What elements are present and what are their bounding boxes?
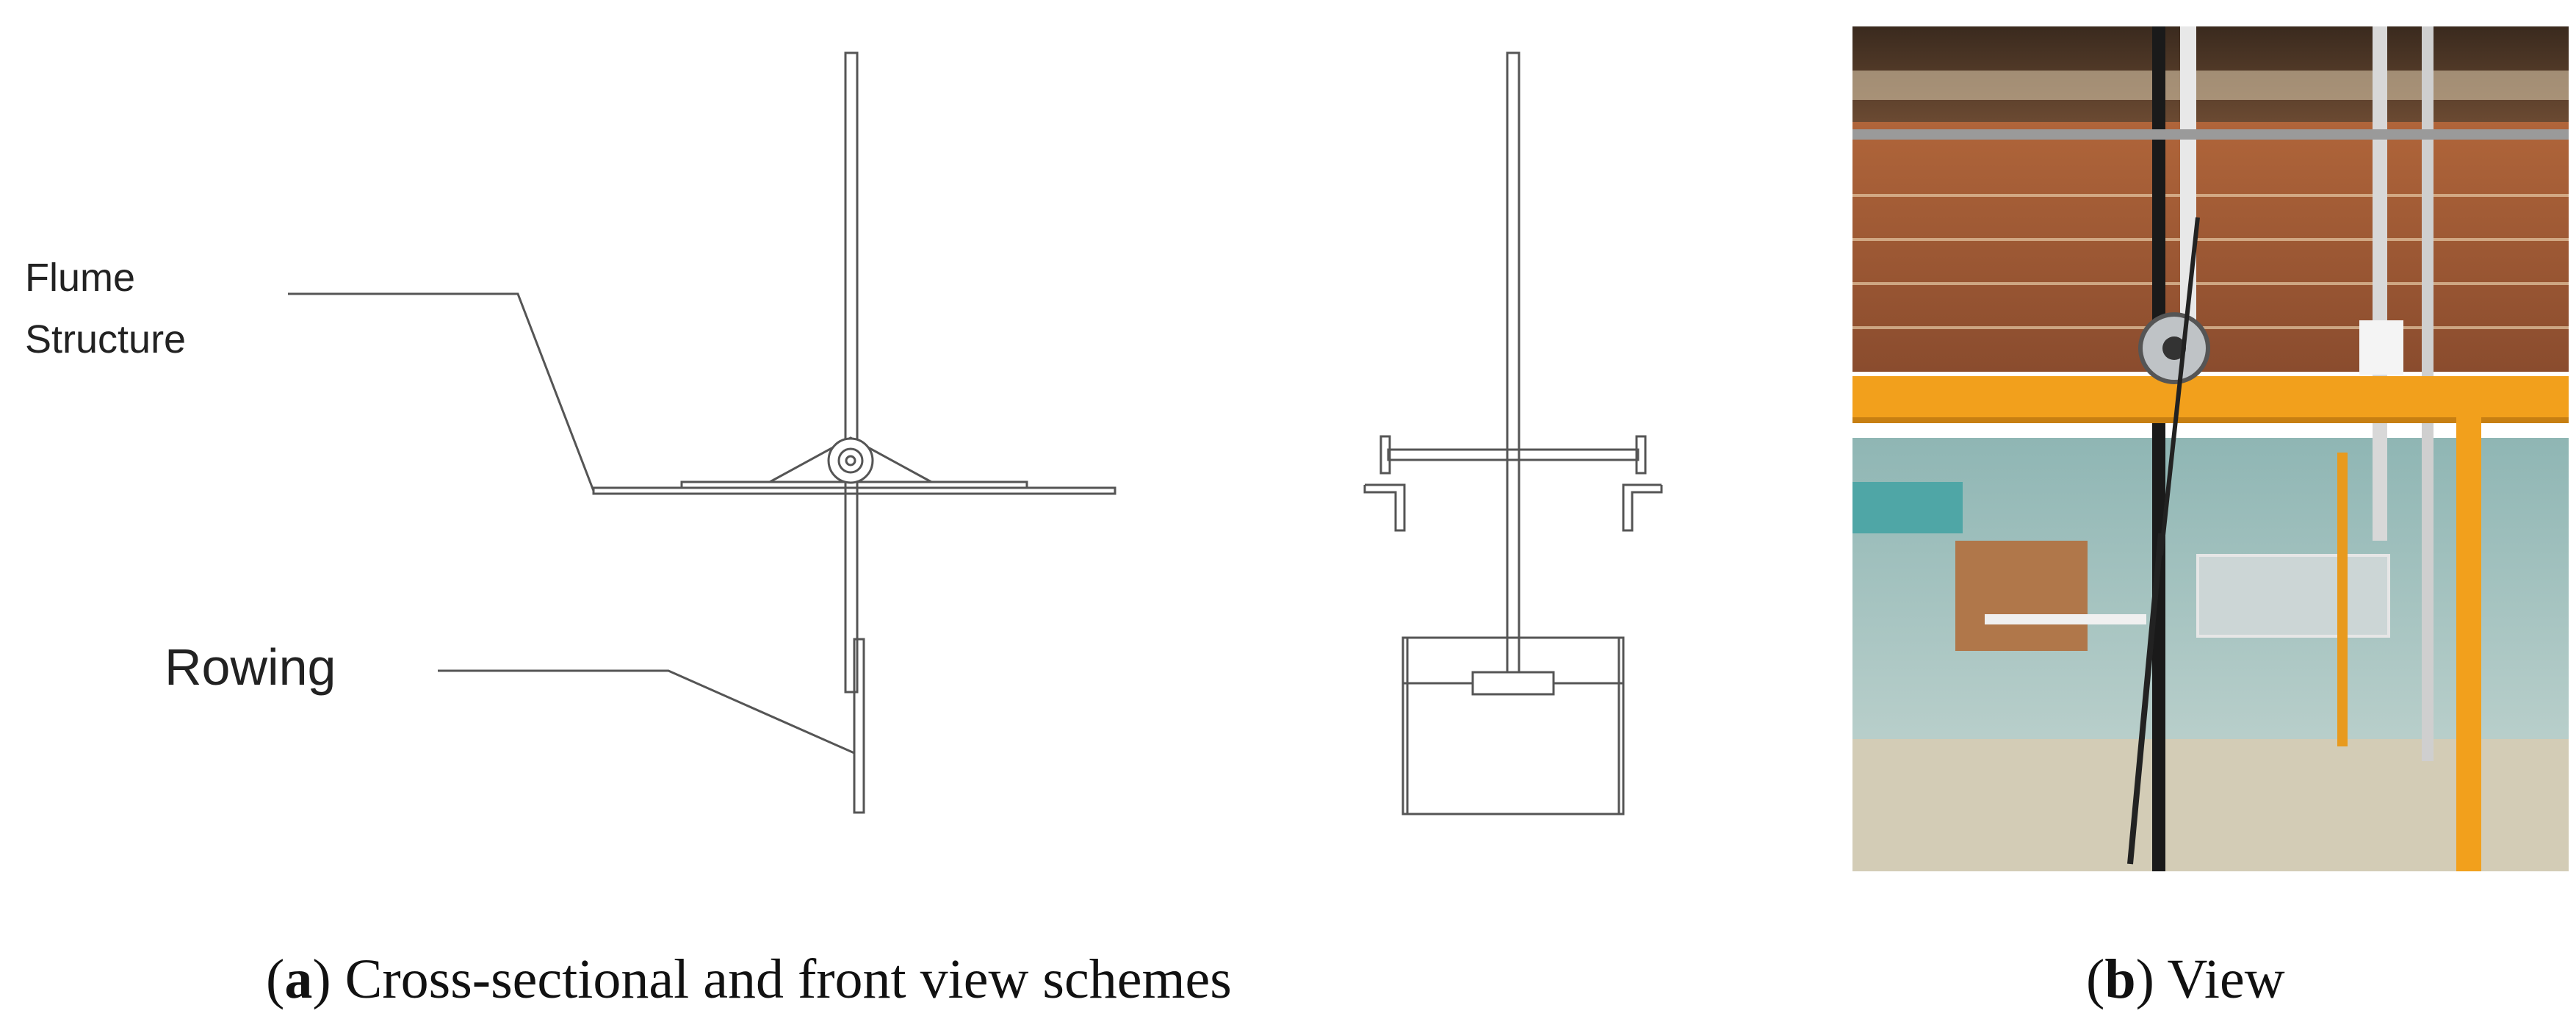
- orange-beam: [1852, 376, 2569, 420]
- front-rowing-plate: [1471, 671, 1555, 696]
- flume-label-line2: Structure: [25, 317, 187, 361]
- equipment-rack: [2196, 554, 2390, 638]
- cross-section-view: [288, 51, 1116, 814]
- pivot-wheel-hub: [845, 455, 856, 467]
- flume-structure-label: Flume Structure: [25, 247, 186, 370]
- wall-rows: [1852, 194, 2569, 329]
- caption-a-text: Cross-sectional and front view schemes: [344, 948, 1232, 1010]
- pulley-hub: [2162, 336, 2186, 360]
- table-top: [1985, 614, 2146, 624]
- right-angle: [1622, 483, 1663, 532]
- rowing-leader-line: [438, 669, 855, 755]
- flume-leader-line: [288, 292, 595, 491]
- caption-b-text: View: [2167, 948, 2285, 1010]
- white-box: [2359, 320, 2403, 375]
- pivot-wheel-inner: [837, 447, 864, 474]
- vertical-shaft: [844, 51, 859, 694]
- cabinet: [1955, 541, 2088, 651]
- caption-a-letter: a: [284, 948, 313, 1010]
- tank-bottom: [1852, 739, 2569, 871]
- orange-post: [2456, 394, 2481, 871]
- flume-photo: [1852, 26, 2569, 871]
- pivot-wheel-outer: [827, 437, 874, 484]
- left-post: [1379, 435, 1391, 475]
- rowing-rod: [2127, 533, 2164, 865]
- caption-b: (b) View: [2086, 948, 2285, 1010]
- right-post: [1635, 435, 1647, 475]
- caption-b-letter: b: [2104, 948, 2136, 1010]
- caption-a: (a) Cross-sectional and front view schem…: [266, 948, 1232, 1010]
- front-shaft: [1506, 51, 1520, 686]
- rowing-label: Rowing: [165, 638, 336, 696]
- front-view: [1363, 51, 1663, 815]
- left-angle: [1363, 483, 1406, 532]
- orange-post-thin: [2337, 453, 2348, 746]
- ceiling-light: [1852, 71, 2569, 100]
- rowing-plate: [853, 638, 865, 814]
- orange-beam-edge: [1852, 417, 2569, 423]
- teal-panel: [1852, 482, 1963, 533]
- back-wall: [1852, 122, 2569, 372]
- flume-label-line1: Flume: [25, 256, 136, 300]
- front-crossbar: [1387, 448, 1639, 461]
- channel-box: [1401, 636, 1625, 815]
- rowing-cable: [2159, 217, 2200, 556]
